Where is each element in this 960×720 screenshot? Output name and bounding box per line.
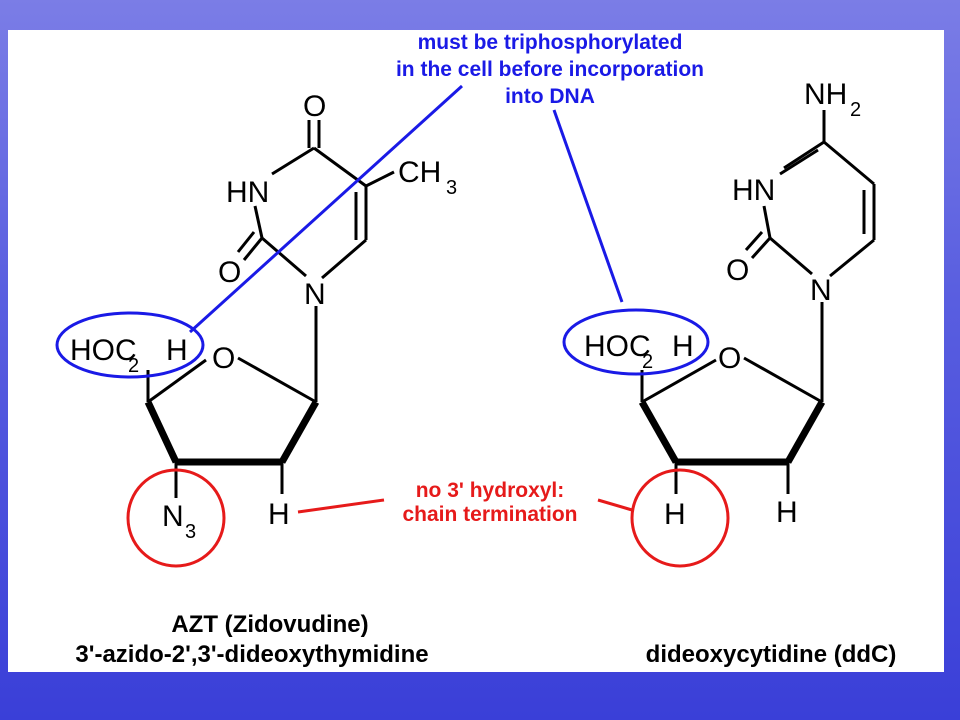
red-annotation: no 3' hydroxyl: chain termination — [126, 468, 730, 568]
ddc-atom-nh: NH — [804, 78, 847, 111]
azt-atom-h: H — [268, 498, 290, 531]
azt-atom-labels: O HN O N CH 3 O HOC 2 H N 3 H — [70, 90, 457, 543]
blue-annotation: must be triphosphorylated in the cell be… — [55, 31, 710, 379]
azt-atom-ring-o: O — [212, 342, 235, 375]
blue-note-line-3: into DNA — [505, 85, 595, 108]
azt-atom-hn: HN — [226, 176, 269, 209]
azt-molecule — [144, 120, 395, 498]
blue-pointer-line-azt — [188, 84, 464, 334]
ddc-atom-n1: N — [810, 274, 832, 307]
ddc-atom-nh2-subscript: 2 — [850, 99, 861, 121]
azt-atom-hoc2h-subscript: 2 — [128, 355, 139, 377]
azt-atom-n3-subscript: 3 — [185, 521, 196, 543]
azt-atom-ch: CH — [398, 156, 441, 189]
red-note-line-1: no 3' hydroxyl: — [416, 479, 565, 502]
azt-atom-hoc2h-h: H — [166, 334, 188, 367]
red-note-line-2: chain termination — [402, 503, 577, 526]
azt-atom-hoc: HOC — [70, 334, 137, 367]
azt-caption-name: AZT (Zidovudine) — [171, 611, 368, 638]
azt-atom-n: N — [162, 500, 184, 533]
blue-note-line-2: in the cell before incorporation — [396, 58, 704, 81]
azt-3prime-highlight-circle — [126, 468, 226, 568]
azt-5prime-highlight-ellipse — [55, 311, 205, 379]
ddc-atom-hoc2h-subscript: 2 — [642, 351, 653, 373]
ddc-caption: dideoxycytidine (ddC) — [646, 641, 897, 668]
azt-caption-iupac: 3'-azido-2',3'-dideoxythymidine — [75, 641, 428, 668]
ddc-atom-labels: NH 2 HN O N O HOC 2 H H H — [584, 78, 861, 531]
ddc-atom-h-right: H — [776, 496, 798, 529]
ddc-atom-hoc2h-h: H — [672, 330, 694, 363]
ddc-atom-hn: HN — [732, 174, 775, 207]
red-pointer-line-azt — [297, 498, 385, 514]
ddc-atom-h-left: H — [664, 498, 686, 531]
azt-atom-ch3-subscript: 3 — [446, 177, 457, 199]
ddc-5prime-highlight-ellipse — [562, 308, 710, 376]
blue-note-line-1: must be triphosphorylated — [418, 31, 683, 54]
ddc-3prime-highlight-circle — [630, 468, 730, 568]
azt-atom-o-left: O — [218, 256, 241, 289]
ddc-molecule — [638, 110, 876, 494]
red-pointer-line-ddc — [597, 498, 633, 512]
ddc-atom-o-left: O — [726, 254, 749, 287]
blue-pointer-line-ddc — [552, 109, 624, 303]
azt-atom-n1: N — [304, 278, 326, 311]
ddc-atom-ring-o: O — [718, 342, 741, 375]
azt-atom-o-top: O — [303, 90, 326, 123]
ddc-atom-hoc: HOC — [584, 330, 651, 363]
